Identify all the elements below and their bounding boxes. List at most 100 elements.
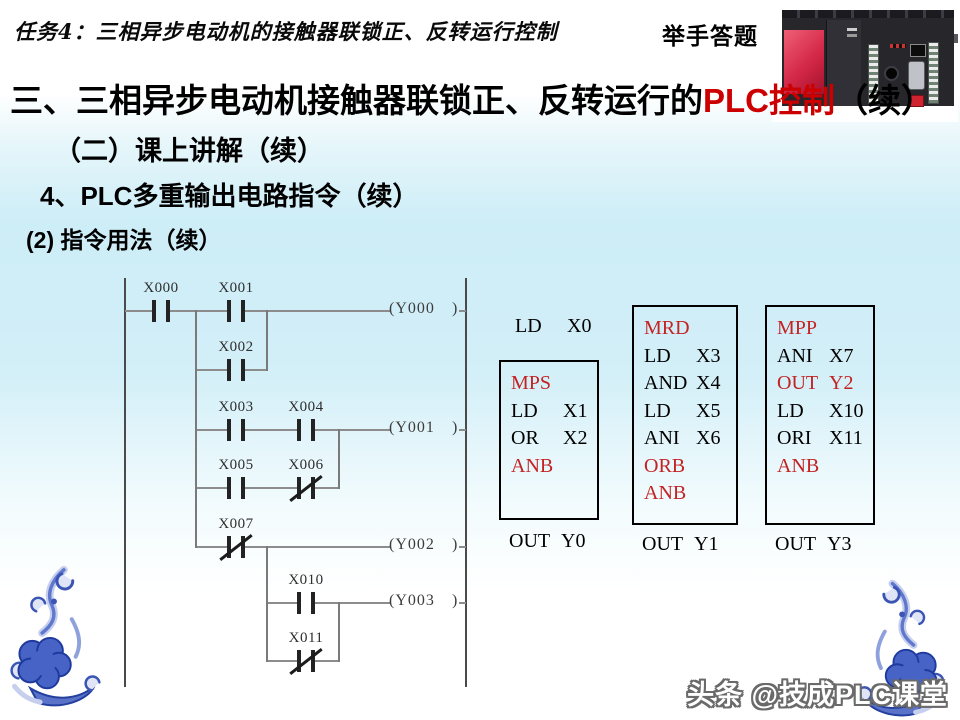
instruction-operand: X6	[696, 427, 721, 449]
plc-hardware-photo	[772, 4, 958, 122]
instruction-row: ORB	[644, 453, 736, 481]
instruction-row: OUT Y0	[499, 528, 599, 554]
corner-ornament-right	[856, 579, 945, 717]
ladder-wire	[459, 429, 466, 431]
instruction-row: ANI X7	[777, 343, 873, 371]
raise-hand-label: 举手答题	[662, 23, 758, 49]
instruction-operand: Y1	[694, 533, 719, 555]
ladder-wire	[267, 602, 297, 604]
contact-bar	[227, 359, 231, 381]
contact-bar	[297, 592, 301, 614]
contact-bar	[241, 419, 245, 441]
ladder-wire	[315, 660, 339, 662]
instruction-row: ANB	[511, 453, 597, 481]
ladder-contact-label: X000	[143, 280, 179, 296]
ladder-wire	[196, 487, 227, 489]
contact-bar	[227, 477, 231, 499]
plc-status-leds	[890, 44, 906, 48]
ladder-wire	[459, 310, 466, 312]
instruction-mnemonic: ANI	[777, 344, 813, 367]
ladder-coil-label: (Y000	[389, 300, 435, 317]
instruction-row: MPS	[511, 370, 597, 398]
instruction-row: ANB	[777, 453, 873, 481]
instruction-operand: X0	[567, 315, 592, 337]
instruction-operand: X2	[563, 427, 588, 449]
instruction-mnemonic: ANB	[511, 454, 554, 477]
instruction-operand: X11	[829, 427, 863, 449]
contact-bar	[241, 300, 245, 322]
ladder-wire	[245, 429, 297, 431]
contact-bar	[311, 650, 315, 672]
ladder-branch	[195, 310, 197, 548]
instruction-operand: X10	[829, 399, 864, 422]
instruction-row: LD X10	[777, 398, 873, 426]
ladder-wire	[245, 369, 267, 371]
ladder-coil-label: (Y003	[389, 592, 435, 609]
contact-bar	[241, 359, 245, 381]
contact-bar	[166, 300, 170, 322]
instruction-mnemonic: LD	[644, 344, 671, 367]
instruction-mnemonic: LD	[777, 399, 804, 422]
subtitle-topic: 4、PLC多重输出电路指令（续）	[40, 181, 419, 211]
instruction-mnemonic: ANB	[777, 454, 820, 477]
ladder-coil-close: )	[452, 592, 458, 609]
instruction-row: MPP	[777, 315, 873, 343]
plc-red-connector	[909, 95, 924, 107]
ladder-branch	[338, 602, 340, 662]
contact-bar	[311, 419, 315, 441]
instruction-row: MRD	[644, 315, 736, 343]
instruction-operand: X4	[696, 372, 721, 394]
ladder-wire	[170, 310, 227, 312]
instruction-mnemonic: OUT	[642, 533, 684, 555]
contact-bar	[227, 419, 231, 441]
ladder-contact-label: X010	[288, 572, 324, 588]
watermark: 头条 @技成PLC课堂	[687, 680, 948, 710]
instruction-mnemonic: OUT	[509, 530, 551, 552]
instruction-mnemonic: ORB	[644, 454, 686, 477]
instruction-operand: X3	[696, 344, 721, 367]
ladder-contact-label: X003	[218, 399, 254, 415]
instruction-mnemonic: MRD	[644, 317, 690, 339]
instruction-operand: Y0	[561, 530, 586, 552]
plc-knob	[884, 66, 899, 81]
ladder-wire	[125, 310, 152, 312]
ladder-wire	[315, 602, 390, 604]
ladder-contact-label: X005	[218, 457, 254, 473]
plc-power-module	[784, 30, 824, 94]
page-title-highlight: PLC控制	[703, 82, 835, 119]
contact-bar	[227, 536, 231, 558]
plc-terminal-strip	[928, 42, 939, 104]
contact-bar	[311, 477, 315, 499]
ladder-contact-label: X002	[218, 339, 254, 355]
contact-bar	[297, 419, 301, 441]
ladder-contact-label: X006	[288, 457, 324, 473]
ladder-wire	[459, 602, 466, 604]
ladder-wire	[196, 369, 227, 371]
ladder-wire	[267, 660, 297, 662]
plc-side-tab	[954, 34, 958, 43]
plc-dsub-connector	[908, 61, 925, 90]
ladder-left-rail	[124, 278, 126, 687]
subtitle-item: (2) 指令用法（续）	[26, 227, 222, 253]
instruction-mnemonic: MPP	[777, 317, 818, 339]
contact-bar	[297, 650, 301, 672]
ladder-wire	[315, 487, 339, 489]
ladder-contact-label: X007	[218, 516, 254, 532]
ladder-right-rail	[465, 278, 467, 687]
ladder-branch	[266, 546, 268, 662]
instruction-mnemonic: OUT	[777, 372, 819, 394]
instruction-operand: X7	[829, 344, 854, 367]
ladder-wire	[196, 546, 227, 548]
instruction-row: ANB	[644, 480, 736, 508]
ladder-wire	[459, 546, 466, 548]
contact-bar	[152, 300, 156, 322]
